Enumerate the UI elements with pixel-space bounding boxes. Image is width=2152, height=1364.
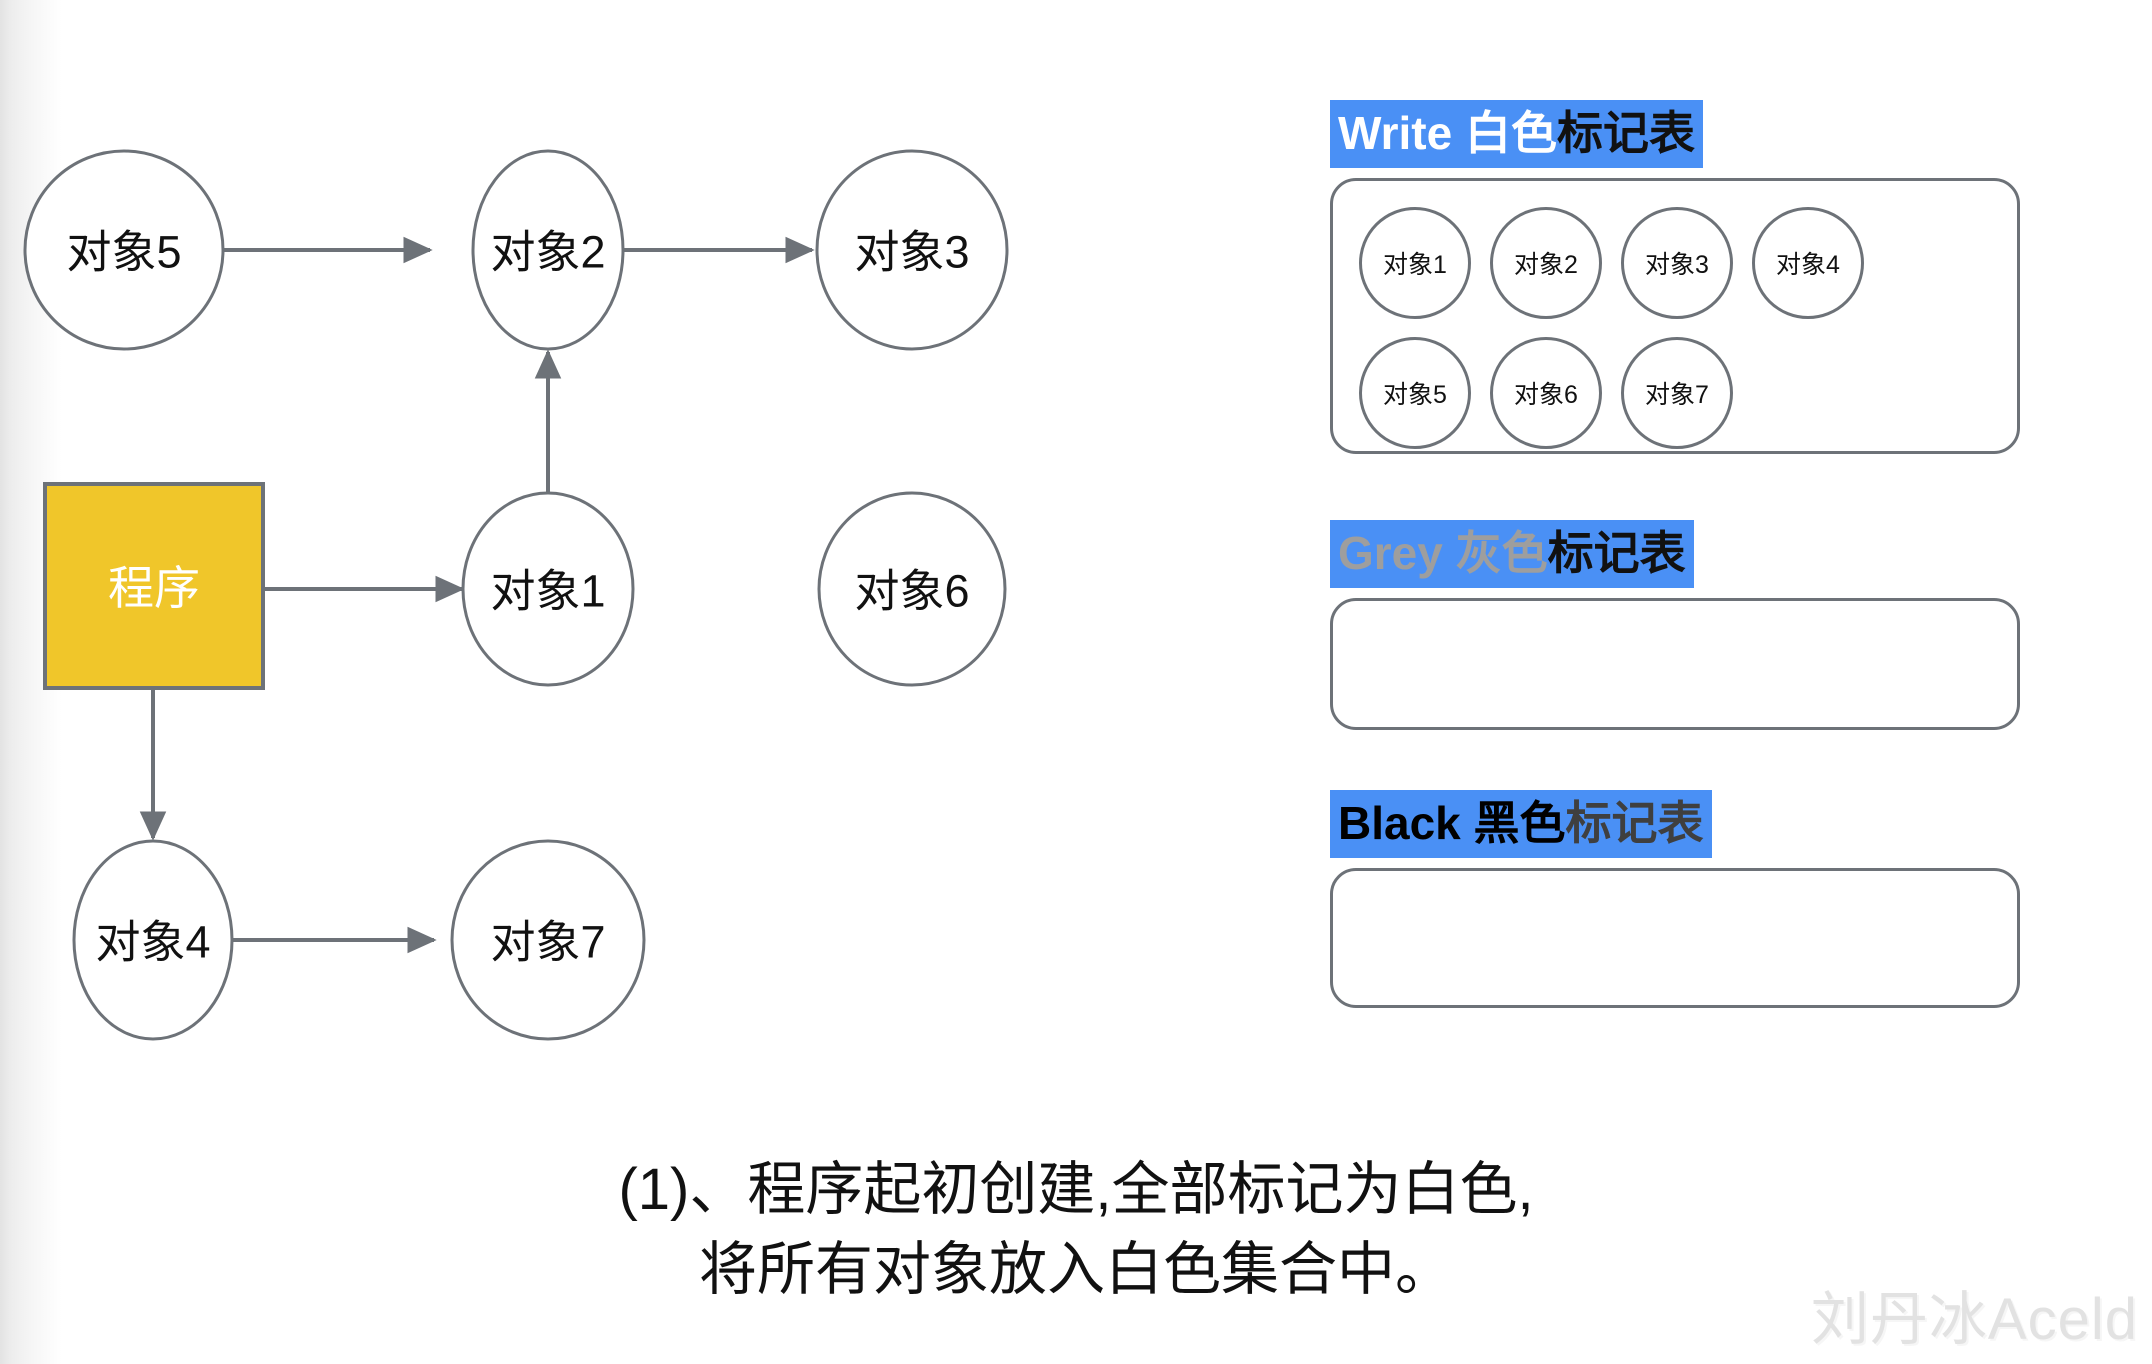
graph-node-obj6[interactable]: 对象6: [817, 491, 1007, 687]
graph-node-obj4-label: 对象4: [95, 917, 210, 968]
list-item[interactable]: 对象2: [1490, 207, 1602, 319]
white-mark-table-box[interactable]: 对象1 对象2 对象3 对象4 对象5 对象6 对象7: [1330, 178, 2020, 454]
grey-mark-table-box[interactable]: [1330, 598, 2020, 730]
white-header-tail: 标记表: [1556, 107, 1695, 159]
black-header-tail: 标记表: [1565, 797, 1704, 849]
white-header-cn: 白色: [1464, 107, 1557, 159]
grey-header-tail: 标记表: [1547, 527, 1686, 579]
caption: (1)、程序起初创建,全部标记为白色, 将所有对象放入白色集合中。: [0, 1150, 2152, 1310]
grey-mark-table: Grey 灰色标记表: [1330, 520, 2030, 735]
black-mark-table: Black 黑色标记表: [1330, 790, 2030, 1010]
graph-node-obj1[interactable]: 对象1: [461, 491, 635, 687]
grey-mark-table-items: [1359, 627, 1999, 713]
watermark: 刘丹冰Aceld: [1810, 1287, 2138, 1352]
list-item[interactable]: 对象3: [1621, 207, 1733, 319]
list-item[interactable]: 对象1: [1359, 207, 1471, 319]
white-mark-table-items: 对象1 对象2 对象3 对象4 对象5 对象6 对象7: [1359, 207, 1999, 449]
list-item[interactable]: 对象6: [1490, 337, 1602, 449]
caption-line-1: (1)、程序起初创建,全部标记为白色,: [618, 1157, 1534, 1222]
black-mark-table-box[interactable]: [1330, 868, 2020, 1008]
graph-node-obj4[interactable]: 对象4: [72, 839, 234, 1041]
list-item[interactable]: 对象7: [1621, 337, 1733, 449]
graph-node-obj5[interactable]: 对象5: [23, 149, 225, 351]
white-mark-table-header: Write 白色标记表: [1330, 100, 1703, 168]
graph-node-obj2-label: 对象2: [490, 227, 605, 278]
graph-node-program-label: 程序: [108, 562, 200, 614]
graph-node-obj3-label: 对象3: [854, 227, 969, 278]
white-header-en: Write: [1338, 107, 1465, 159]
graph-node-obj2[interactable]: 对象2: [471, 149, 625, 351]
black-mark-table-items: [1359, 897, 1999, 991]
black-mark-table-header: Black 黑色标记表: [1330, 790, 1712, 858]
white-mark-table: Write 白色标记表 对象1 对象2 对象3 对象4 对象5 对象6 对象7: [1330, 100, 2030, 460]
graph-node-obj7-label: 对象7: [490, 917, 605, 968]
grey-header-en: Grey: [1338, 527, 1456, 579]
black-header-en: Black: [1338, 797, 1474, 849]
graph-node-obj3[interactable]: 对象3: [815, 149, 1009, 351]
black-header-cn: 黑色: [1473, 797, 1566, 849]
graph-node-program[interactable]: 程序: [43, 482, 265, 690]
graph-node-obj5-label: 对象5: [66, 227, 181, 278]
grey-mark-table-header: Grey 灰色标记表: [1330, 520, 1694, 588]
graph-node-obj1-label: 对象1: [490, 566, 605, 617]
grey-header-cn: 灰色: [1455, 527, 1548, 579]
list-item[interactable]: 对象4: [1752, 207, 1864, 319]
caption-line-2: 将所有对象放入白色集合中。: [698, 1237, 1453, 1303]
graph-node-obj6-label: 对象6: [854, 566, 969, 617]
list-item[interactable]: 对象5: [1359, 337, 1471, 449]
graph-node-obj7[interactable]: 对象7: [450, 839, 646, 1041]
